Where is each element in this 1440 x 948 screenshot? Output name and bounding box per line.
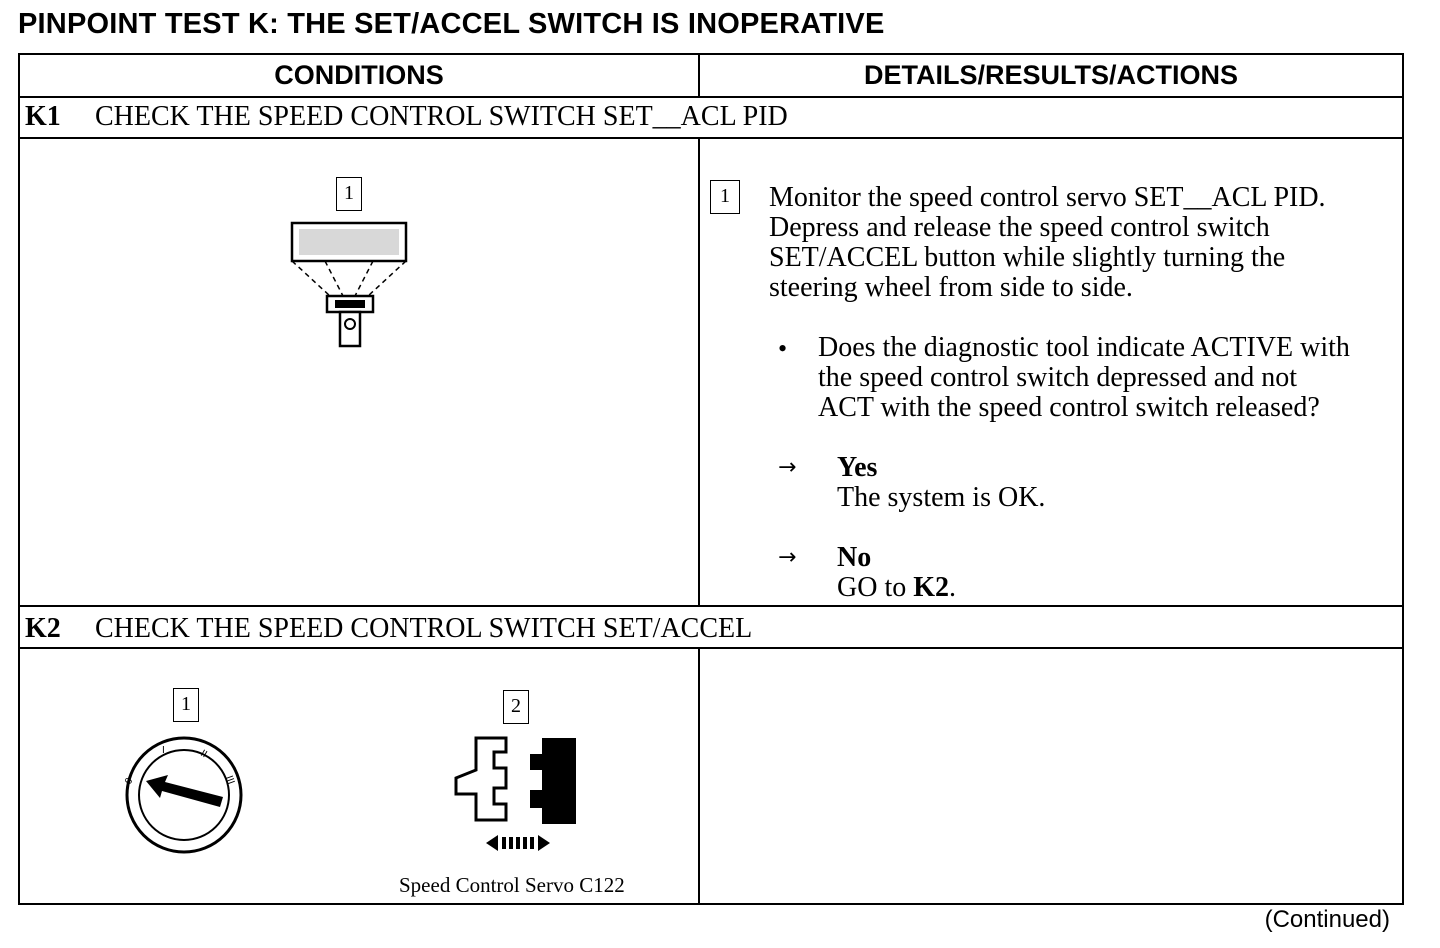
question-line: the speed control switch depressed and n… (818, 362, 1297, 393)
conditions-header: CONDITIONS (274, 60, 444, 90)
svg-text:I: I (162, 745, 165, 756)
k2-head-divider (18, 647, 1404, 649)
question-line: Does the diagnostic tool indicate ACTIVE… (818, 332, 1350, 363)
arrow-right-icon: → (778, 545, 797, 570)
diagnostic-tool-icon (290, 221, 408, 348)
header-divider (18, 96, 1404, 98)
k2-column-divider (698, 647, 700, 905)
result-yes-label: Yes (837, 452, 878, 483)
action-line: Monitor the speed control servo SET__ACL… (769, 182, 1326, 213)
result-no: No GO to K2. (837, 543, 956, 603)
goto-k2-link: K2 (913, 572, 950, 603)
k2-figure-label-2: 2 (503, 690, 529, 724)
action-line: steering wheel from side to side. (769, 272, 1133, 303)
step-k2-heading: K2 CHECK THE SPEED CONTROL SWITCH SET/ACC… (25, 613, 752, 645)
k2-figure-label-1: 1 (173, 688, 199, 722)
svg-text:II: II (199, 748, 209, 760)
k1-question: Does the diagnostic tool indicate ACTIVE… (818, 333, 1350, 423)
step-k1-title: CHECK THE SPEED CONTROL SWITCH SET__ACL … (95, 101, 788, 132)
question-line: ACT with the speed control switch releas… (818, 392, 1320, 423)
k2-figure-caption: Speed Control Servo C122 (399, 873, 625, 897)
result-no-label: No (837, 542, 872, 573)
svg-text:III: III (223, 774, 236, 786)
step-k2-id: K2 (25, 613, 61, 644)
k1-head-divider (18, 137, 1404, 139)
k1-action-text: Monitor the speed control servo SET__ACL… (769, 183, 1326, 303)
question-bullet: • (778, 334, 788, 363)
test-table (18, 53, 1404, 905)
column-divider (698, 53, 700, 97)
svg-text:0: 0 (123, 776, 136, 787)
continued-note: (Continued) (1264, 906, 1390, 933)
arrow-right-icon: → (778, 455, 797, 480)
result-yes-text: The system is OK. (837, 482, 1046, 513)
result-no-text: GO to K2. (837, 572, 957, 603)
k1-figure-label: 1 (336, 177, 362, 211)
k1-action-number: 1 (710, 180, 740, 214)
step-k1-heading: K1 CHECK THE SPEED CONTROL SWITCH SET__AC… (25, 101, 788, 133)
action-line: SET/ACCEL button while slightly turning … (769, 242, 1286, 273)
k2-top-divider (18, 605, 1404, 607)
result-yes: Yes The system is OK. (837, 453, 1045, 513)
step-k1-id: K1 (25, 101, 61, 132)
ignition-switch-icon: 0 I II III (123, 736, 243, 854)
connector-icon (454, 736, 576, 851)
action-line: Depress and release the speed control sw… (769, 212, 1270, 243)
step-k2-title: CHECK THE SPEED CONTROL SWITCH SET/ACCEL (95, 613, 753, 644)
details-header: DETAILS/RESULTS/ACTIONS (863, 60, 1238, 90)
k1-column-divider (698, 137, 700, 607)
page-title: PINPOINT TEST K: THE SET/ACCEL SWITCH IS… (18, 8, 885, 40)
